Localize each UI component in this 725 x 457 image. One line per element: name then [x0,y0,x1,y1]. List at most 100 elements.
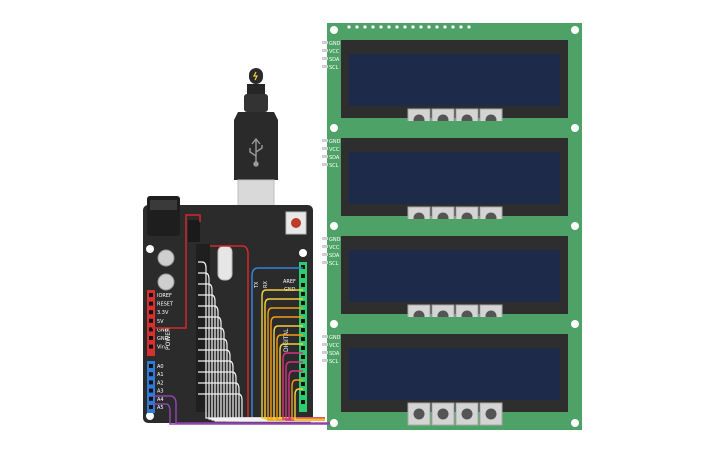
wire-white[interactable] [198,272,325,420]
wire-red-5v[interactable] [152,214,201,329]
lcd-pin [322,49,328,52]
mounting-hole [330,26,338,34]
wire-white[interactable] [198,349,325,419]
analog-pin [149,372,153,377]
header-pad [363,25,367,29]
header-pad [451,25,455,29]
lcd-stack: GNDVCCSDASCLGNDVCCSDASCLGNDVCCSDASCLGNDV… [322,23,582,430]
lcd-pin [322,261,328,264]
wire-white[interactable] [198,338,325,422]
digital-pin [301,265,305,269]
lcd-pin [322,245,328,248]
wire-signal[interactable] [279,343,325,419]
lcd-pin-label: VCC [329,245,340,251]
mounting-hole [330,419,338,427]
lcd-pin [322,253,328,256]
analog-pin-label: A4 [157,397,164,403]
wire-signal[interactable] [282,352,325,420]
icsp-header [188,220,200,242]
header-pad [427,25,431,29]
wire-signal[interactable] [291,379,325,420]
capacitor [157,249,175,267]
wire-bundle [152,214,330,425]
wire-purple-scl[interactable] [152,403,330,425]
wire-signal[interactable] [261,289,325,419]
lcd-pin [322,351,328,354]
mounting-hole [330,222,338,230]
wire-red-vcc[interactable] [210,245,320,421]
analog-pin-label: A1 [157,372,164,378]
power-label: POWER [165,328,172,350]
mounting-hole [571,26,579,34]
lcd-screen [349,250,560,302]
wire-signal[interactable] [276,334,325,421]
wire-signal[interactable] [285,361,325,421]
lcd-pin [322,155,328,158]
lcd-pin [322,147,328,150]
digital-pin [301,400,305,404]
wire-signal[interactable] [264,298,325,420]
wire-signal[interactable] [267,307,325,421]
wire-white[interactable] [198,316,325,420]
analog-pin [149,396,153,401]
power-pin-label: GND [157,327,169,333]
power-pin [149,344,153,349]
mounting-hole [146,412,154,420]
usb-cable-strain-relief [244,94,268,112]
header-pad [395,25,399,29]
lcd-button-cap [461,408,473,420]
header-pad [403,25,407,29]
lcd-pin-label: GND [329,139,341,145]
header-pad [387,25,391,29]
lcd-pin [322,237,328,240]
header-pad [459,25,463,29]
reset-button[interactable] [291,218,301,228]
wire-signal[interactable] [288,370,325,419]
digital-pin [301,319,305,323]
lcd-pin-label: SCL [329,163,339,169]
analog-pin [149,405,153,409]
wire-purple-sda[interactable] [152,395,330,424]
wire-blue[interactable] [251,267,320,421]
wire-white[interactable] [198,382,325,422]
power-header [147,290,155,356]
header-pad [435,25,439,29]
lcd-pin [322,343,328,346]
power-pin-label: GND [157,336,169,342]
mounting-hole [330,320,338,328]
mounting-hole [330,124,338,132]
power-pin [149,310,153,315]
lcd-pin [322,163,328,166]
lcd-screen [349,348,560,400]
power-pin-label: 5V [157,319,164,325]
analog-pin-label: A2 [157,380,164,386]
rx-label: RX [263,281,269,288]
wire-white[interactable] [198,327,325,421]
wire-signal[interactable] [294,388,325,421]
crystal-oscillator [217,245,233,281]
analog-pin-label: A5 [157,405,164,411]
digital-label: DIGITAL [283,328,290,352]
wire-signal[interactable] [273,325,325,420]
lcd-pin-label: VCC [329,147,340,153]
wire-white[interactable] [198,371,325,421]
wire-white[interactable] [198,393,325,419]
power-pin-label: Vin [157,345,165,351]
lcd-screen [349,54,560,106]
wire-white[interactable] [198,261,325,419]
lcd-pin [322,359,328,362]
wire-white[interactable] [198,283,325,421]
wire-signal[interactable] [270,316,325,419]
arduino-pcb [143,205,313,423]
header-pad [467,25,471,29]
wire-white[interactable] [198,294,325,422]
wire-white[interactable] [198,305,325,419]
wire-white[interactable] [198,360,325,420]
analog-pin-label: A0 [157,364,164,370]
